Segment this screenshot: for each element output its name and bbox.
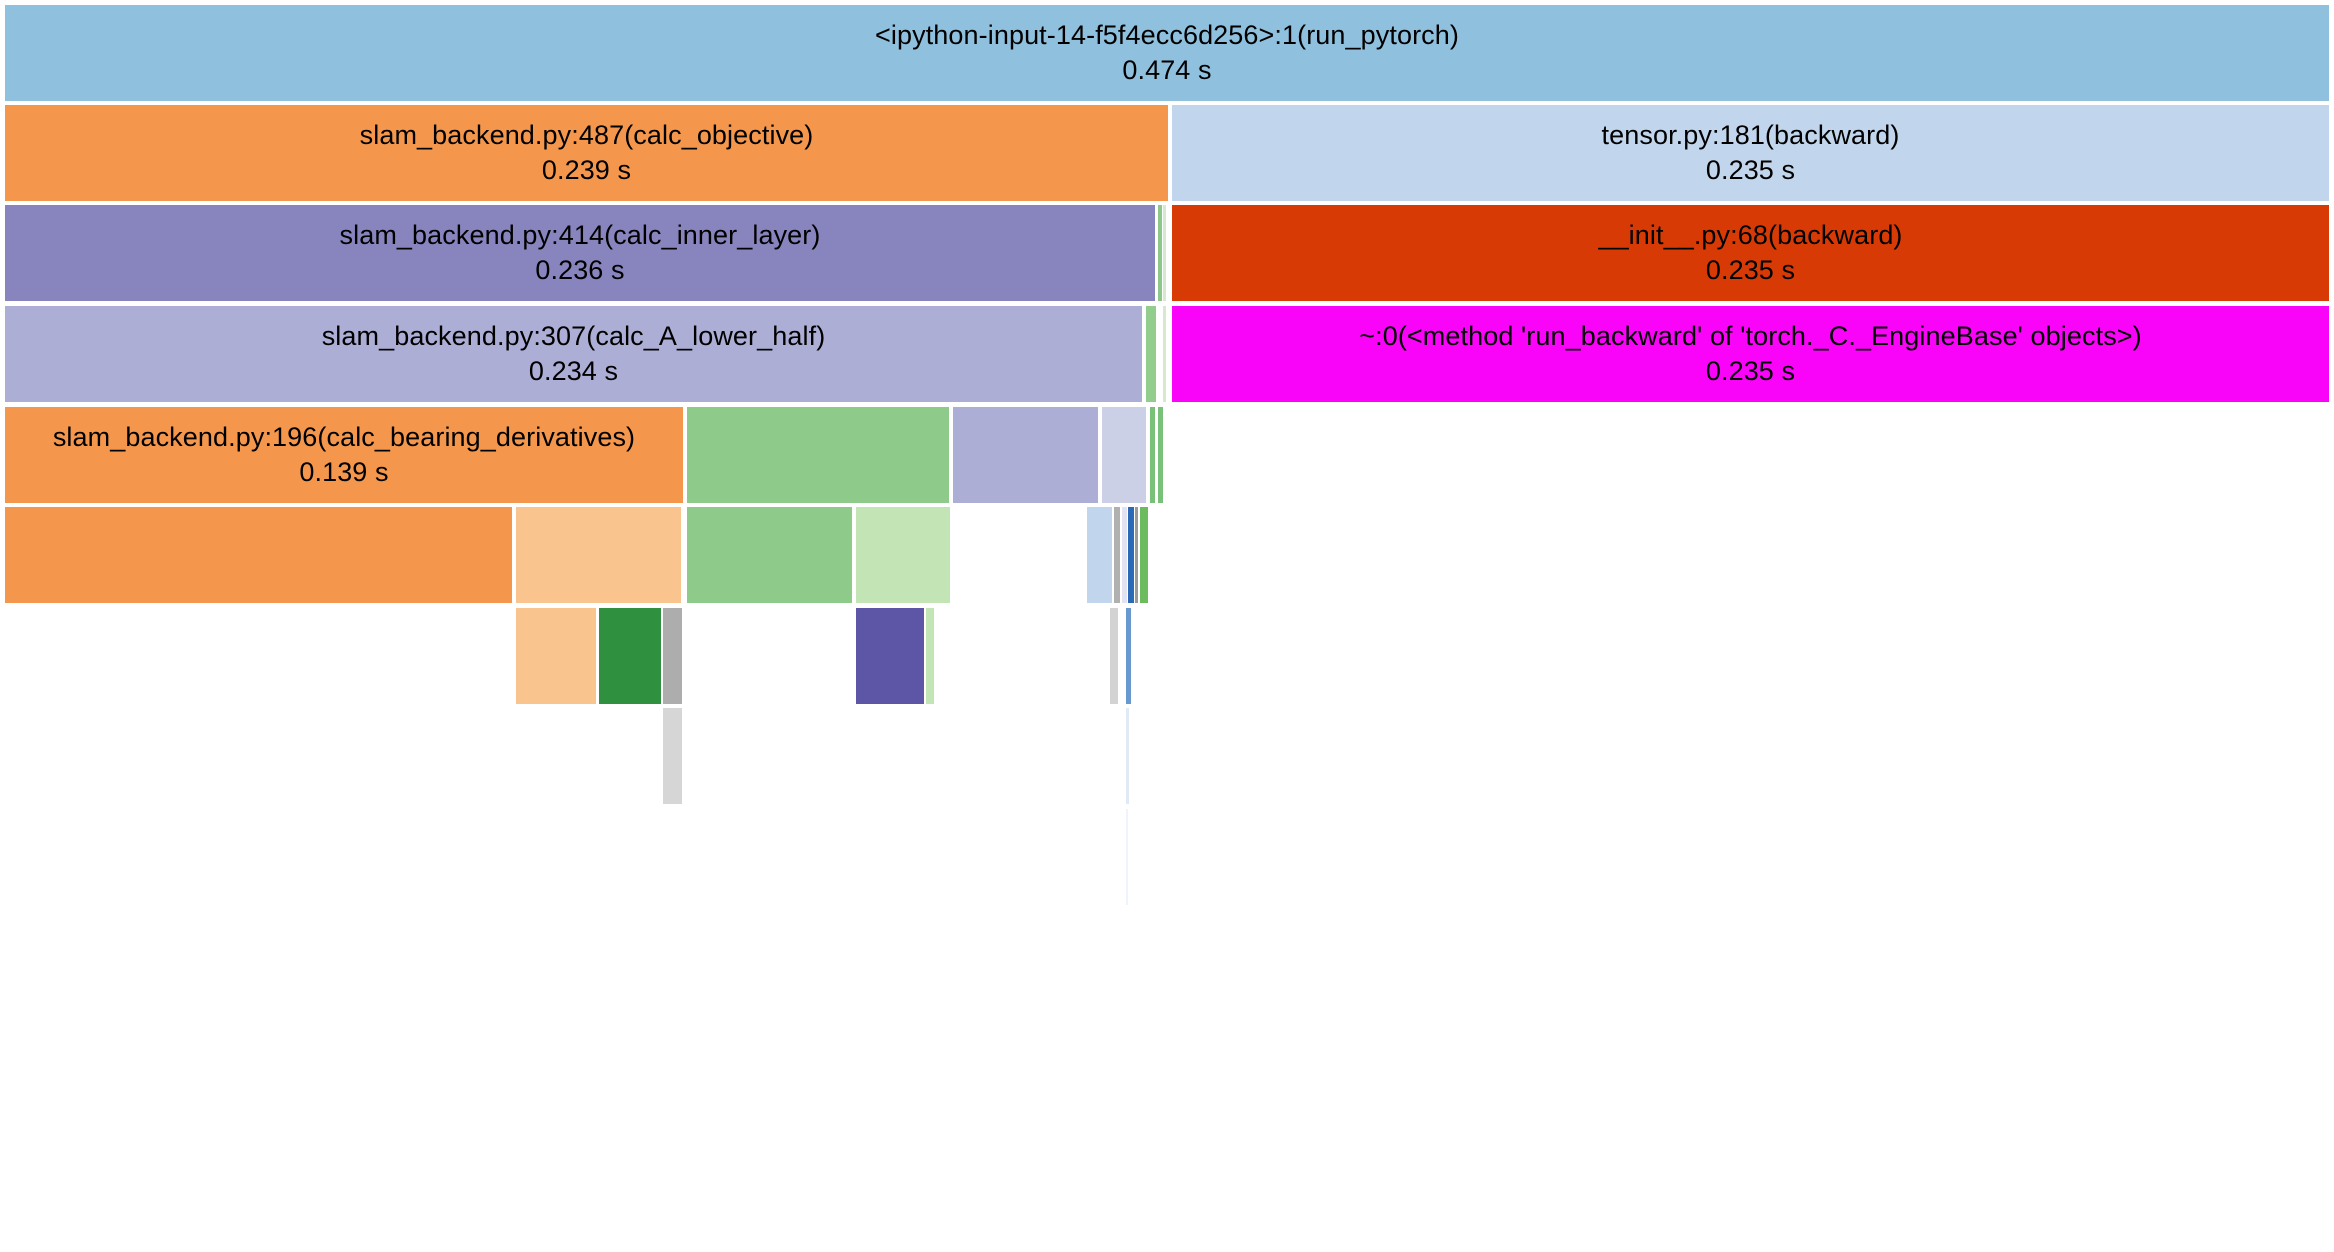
flame-frame[interactable] — [1122, 507, 1127, 603]
flame-frame[interactable] — [856, 507, 950, 603]
frame-time-label: 0.239 s — [541, 155, 632, 185]
frame-function-label: slam_backend.py:414(calc_inner_layer) — [339, 220, 821, 251]
flame-frame[interactable] — [1163, 205, 1166, 301]
flame-frame[interactable] — [1163, 306, 1166, 402]
flame-frame-labeled[interactable]: tensor.py:181(backward) 0.235 s — [1172, 105, 2329, 201]
flame-frame-labeled[interactable]: slam_backend.py:196(calc_bearing_derivat… — [5, 407, 683, 503]
frame-time-label: 0.235 s — [1705, 356, 1796, 386]
flame-frame[interactable] — [856, 608, 924, 704]
flame-frame[interactable] — [599, 608, 661, 704]
flame-frame[interactable] — [663, 708, 682, 804]
frame-function-label: ~:0(<method 'run_backward' of 'torch._C.… — [1359, 321, 2142, 352]
flame-frame[interactable] — [1128, 507, 1134, 603]
frame-time-label: 0.235 s — [1705, 255, 1796, 285]
flame-frame[interactable] — [1150, 407, 1155, 503]
flame-frame-labeled[interactable]: slam_backend.py:414(calc_inner_layer) 0.2… — [5, 205, 1155, 301]
flame-frame[interactable] — [1146, 306, 1156, 402]
flame-frame-labeled[interactable]: <ipython-input-14-f5f4ecc6d256>:1(run_py… — [5, 5, 2329, 101]
flame-frame[interactable] — [1087, 507, 1112, 603]
flame-frame[interactable] — [1158, 407, 1163, 503]
frame-function-label: tensor.py:181(backward) — [1601, 120, 1900, 151]
flame-frame[interactable] — [1126, 608, 1131, 704]
flame-frame-labeled[interactable]: __init__.py:68(backward) 0.235 s — [1172, 205, 2329, 301]
flame-frame[interactable] — [687, 507, 852, 603]
frame-time-label: 0.235 s — [1705, 155, 1796, 185]
flame-frame[interactable] — [5, 507, 512, 603]
flame-frame-labeled[interactable]: ~:0(<method 'run_backward' of 'torch._C.… — [1172, 306, 2329, 402]
flame-frame-labeled[interactable]: slam_backend.py:487(calc_objective) 0.239… — [5, 105, 1168, 201]
flame-frame[interactable] — [516, 507, 681, 603]
flame-frame[interactable] — [953, 407, 1098, 503]
frame-function-label: slam_backend.py:196(calc_bearing_derivat… — [52, 422, 636, 453]
flame-frame[interactable] — [1126, 708, 1129, 804]
frame-time-label: 0.474 s — [1122, 55, 1212, 85]
flame-frame[interactable] — [663, 608, 682, 704]
flame-frame[interactable] — [1158, 205, 1162, 301]
frame-time-label: 0.236 s — [535, 255, 625, 285]
flame-frame[interactable] — [926, 608, 934, 704]
frame-function-label: <ipython-input-14-f5f4ecc6d256>:1(run_py… — [875, 20, 1459, 51]
flame-frame[interactable] — [1102, 407, 1146, 503]
flame-frame[interactable] — [1110, 608, 1118, 704]
frame-function-label: slam_backend.py:307(calc_A_lower_half) — [321, 321, 826, 352]
flame-frame[interactable] — [1114, 507, 1120, 603]
frame-time-label: 0.139 s — [299, 457, 389, 487]
flame-frame[interactable] — [1140, 507, 1148, 603]
flame-frame[interactable] — [516, 608, 596, 704]
flame-frame[interactable] — [1135, 507, 1138, 603]
frame-function-label: __init__.py:68(backward) — [1598, 220, 1903, 251]
flame-frame[interactable] — [687, 407, 949, 503]
flame-frame-labeled[interactable]: slam_backend.py:307(calc_A_lower_half) 0.… — [5, 306, 1142, 402]
frame-time-label: 0.234 s — [528, 356, 619, 386]
flame-frame[interactable] — [1126, 809, 1128, 905]
frame-function-label: slam_backend.py:487(calc_objective) — [359, 120, 814, 151]
